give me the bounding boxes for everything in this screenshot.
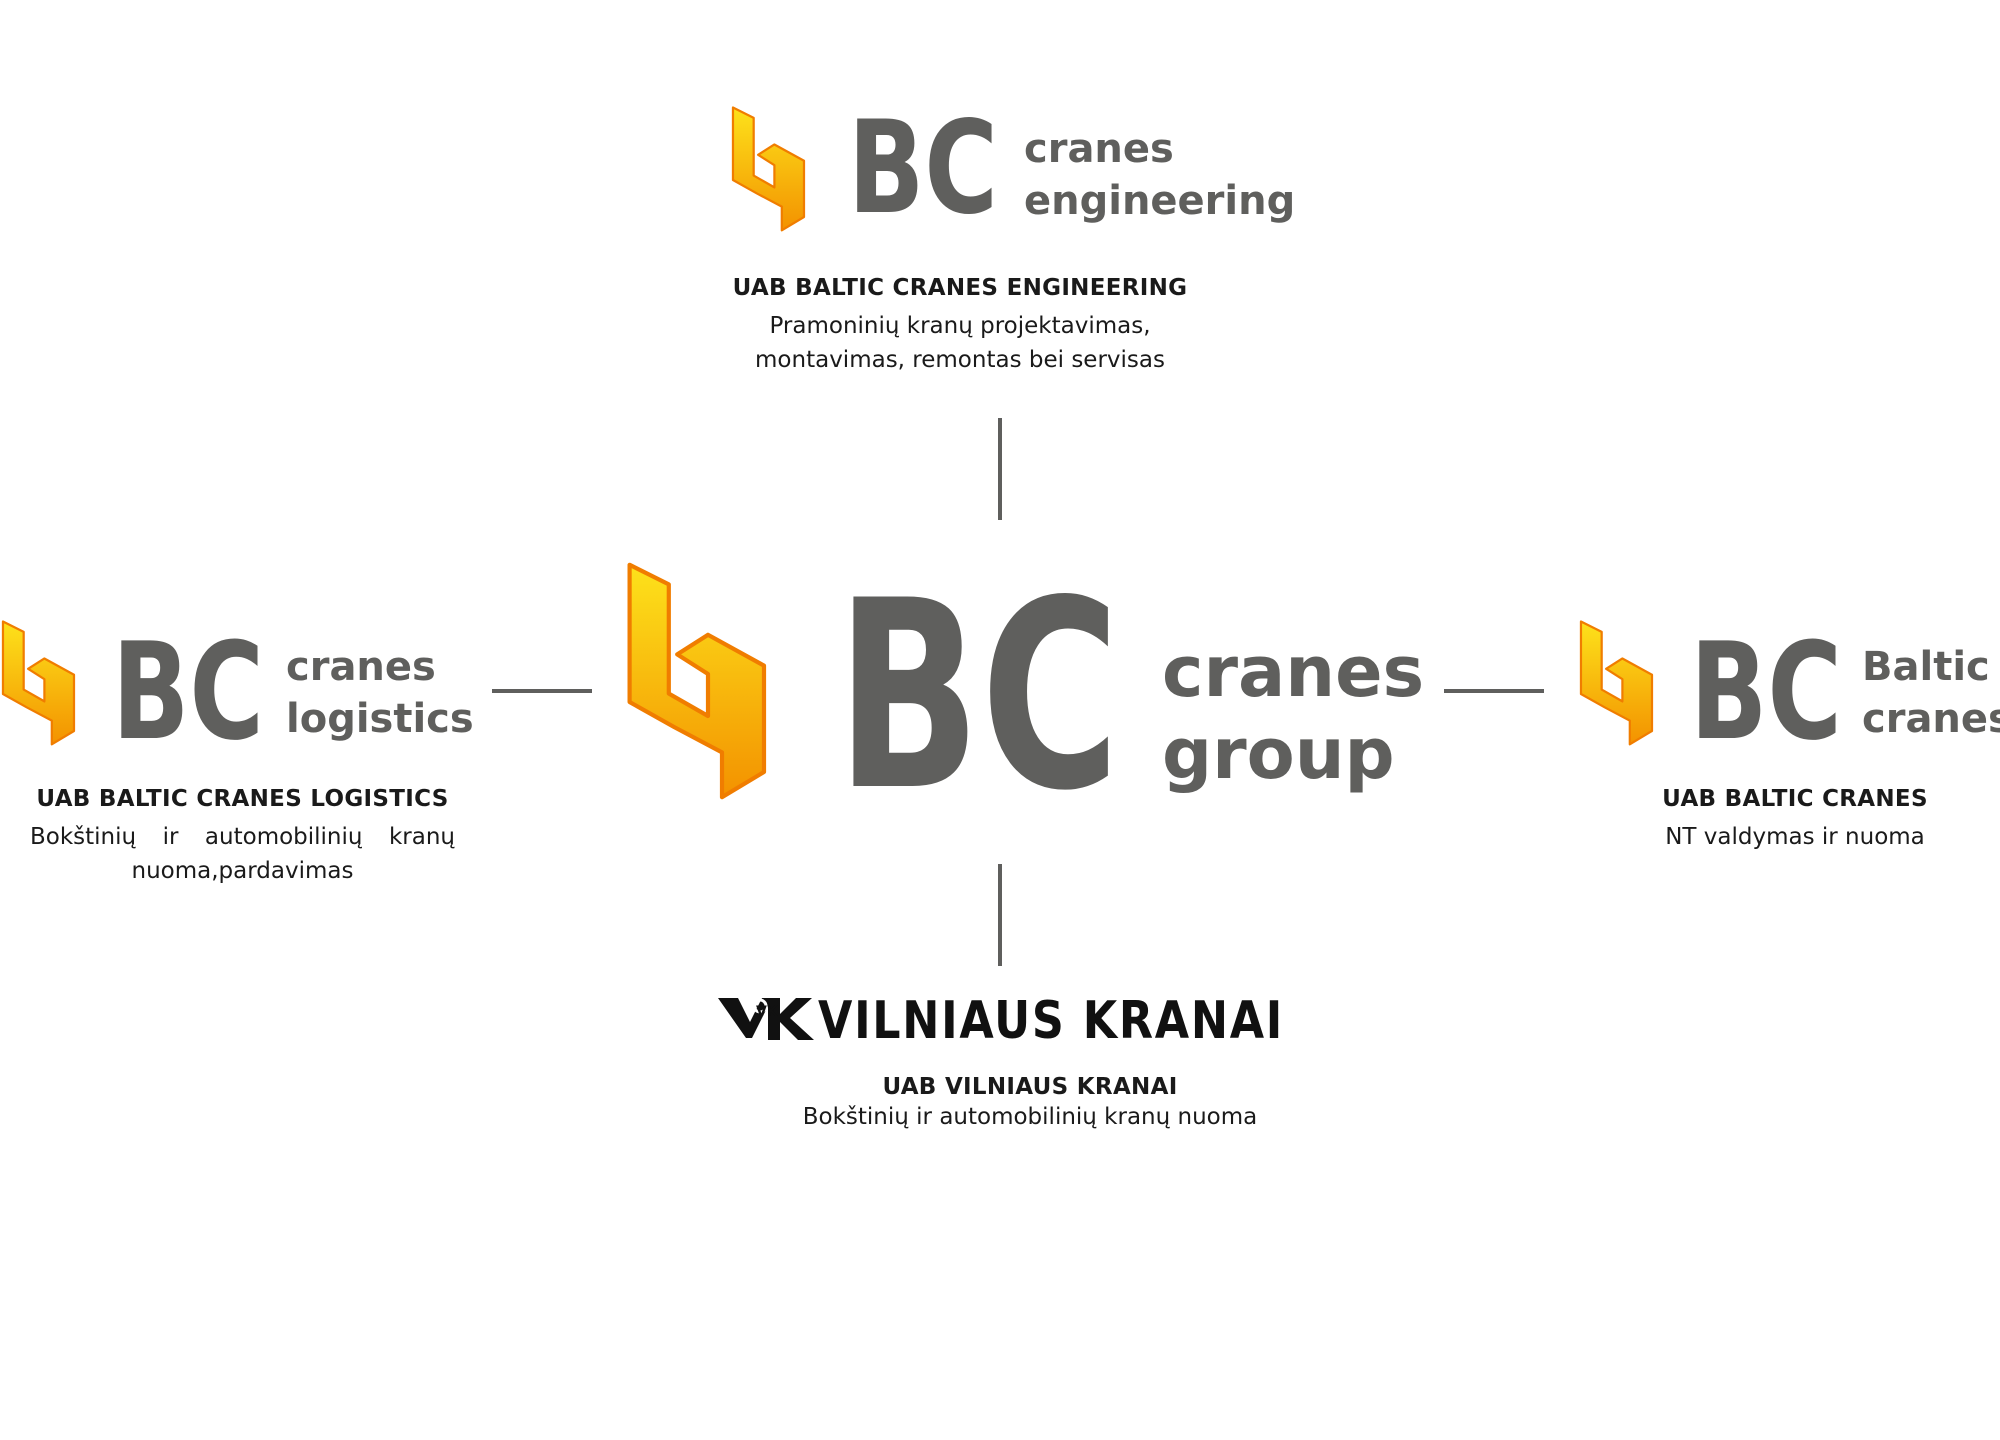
logo-title: VILNIAUS KRANAI [818, 991, 1284, 1051]
logo-line2: logistics [286, 696, 474, 742]
bc-emblem-icon [1579, 620, 1654, 746]
caption-engineering: UAB BALTIC CRANES ENGINEERING Pramoninių… [660, 275, 1260, 377]
company-description-line1: Bokštinių ir automobilinių kranų nuoma [802, 1104, 1258, 1130]
vk-emblem-icon: VK [718, 998, 814, 1040]
company-name: UAB BALTIC CRANES LOGISTICS [36, 786, 449, 812]
logo-line1: cranes [1162, 631, 1424, 713]
company-description-line2: nuoma,pardavimas [131, 858, 354, 884]
logo-line2: cranes [1862, 696, 2000, 742]
caption-baltic-cranes: UAB BALTIC CRANES NT valdymas ir nuoma [1600, 786, 1990, 854]
connector-left [492, 689, 592, 693]
vk-mark: VK [756, 1004, 779, 1020]
connector-top [998, 418, 1002, 520]
company-name: UAB VILNIAUS KRANAI [882, 1074, 1178, 1100]
logo-bc-cranes-logistics: BC cranes logistics [0, 614, 474, 770]
emblem-letters: BC [1690, 614, 1842, 770]
emblem-letters: BC [112, 614, 264, 770]
caption-vilniaus-kranai: UAB VILNIAUS KRANAI Bokštinių ir automob… [700, 1074, 1360, 1132]
logo-line1: cranes [286, 644, 436, 690]
connector-bottom [998, 864, 1002, 966]
caption-logistics: UAB BALTIC CRANES LOGISTICS Bokštinių ir… [30, 786, 455, 888]
logo-line2: engineering [1024, 178, 1295, 224]
emblem-letters: BC [836, 546, 1120, 848]
company-name: UAB BALTIC CRANES [1662, 786, 1928, 812]
logo-vilniaus-kranai: VK VILNIAUS KRANAI [716, 990, 1296, 1051]
connector-right [1444, 689, 1544, 693]
logo-bc-cranes-group: BC cranes group [624, 546, 1424, 848]
logo-bc-baltic-cranes: BC Baltic cranes [1578, 614, 2000, 770]
company-description-line1: NT valdymas ir nuoma [1665, 824, 1925, 850]
logo-bc-cranes-engineering: BC cranes engineering [730, 94, 1295, 250]
bc-emblem-icon [1, 620, 76, 746]
company-description-line2: montavimas, remontas bei servisas [755, 347, 1165, 373]
emblem-letters: BC [848, 94, 998, 243]
bc-emblem-icon [627, 562, 767, 800]
logo-line1: Baltic [1862, 644, 1990, 690]
logo-line2: group [1162, 713, 1395, 795]
company-description-line1: Pramoninių kranų projektavimas, [769, 313, 1151, 339]
company-name: UAB BALTIC CRANES ENGINEERING [732, 275, 1188, 301]
bc-emblem-icon [731, 106, 806, 232]
logo-line1: cranes [1024, 126, 1174, 172]
company-description-line1: Bokštinių ir automobilinių kranų [30, 824, 455, 850]
